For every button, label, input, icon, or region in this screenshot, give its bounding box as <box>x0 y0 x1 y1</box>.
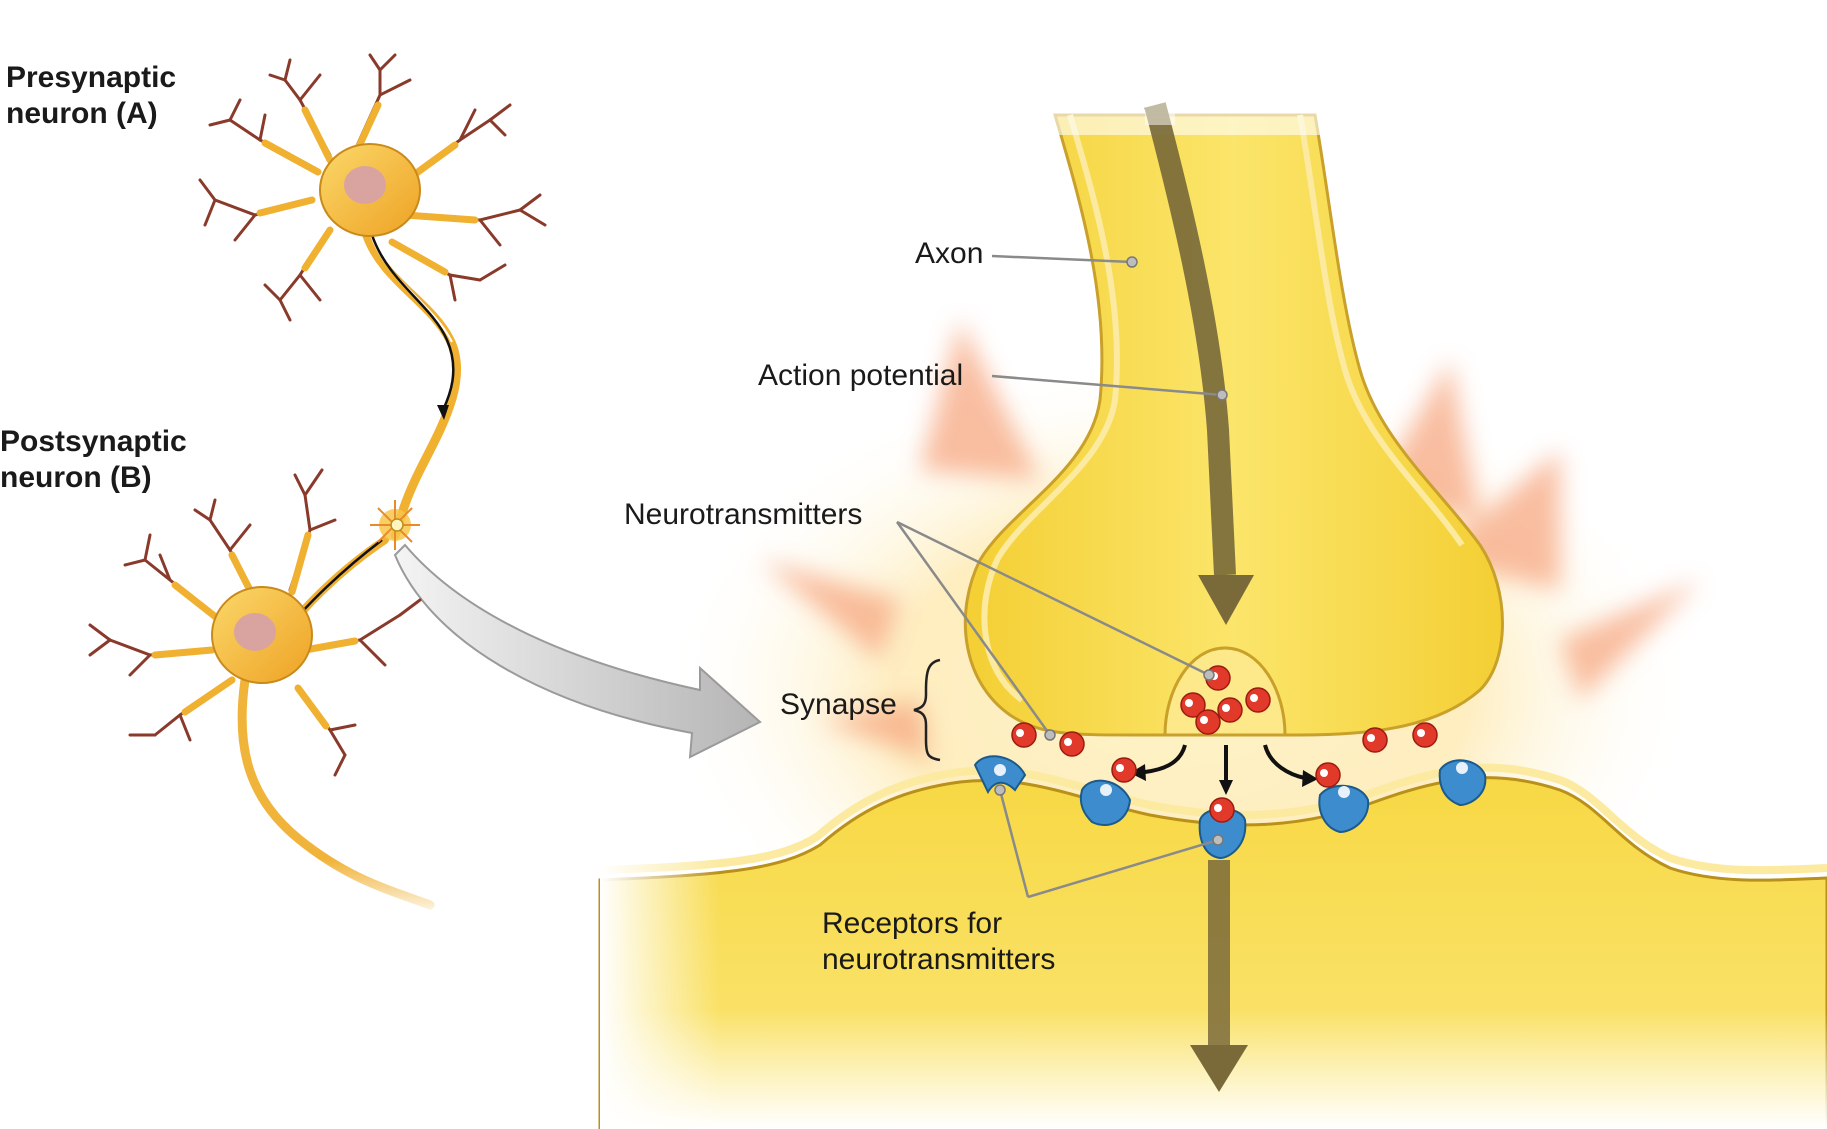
neurotransmitter-3 <box>1217 697 1243 723</box>
receptor-4 <box>1318 784 1370 834</box>
synapse-label: Synapse <box>780 688 897 721</box>
leader-lines <box>895 254 1223 899</box>
leader-axon <box>991 254 1133 264</box>
receptors <box>973 755 1487 860</box>
synapse-flash <box>370 500 420 550</box>
leader-neurotransmitters-b <box>895 521 1052 736</box>
receptors-label: Receptors for neurotransmitters <box>822 906 1055 978</box>
neurotransmitter-5 <box>1195 709 1221 735</box>
neurotransmitter-9 <box>1209 797 1235 823</box>
postsynaptic-neuron-label: Postsynaptic neuron (B) <box>0 424 187 496</box>
postsynaptic-neuron-illustration <box>88 468 480 920</box>
receptor-2 <box>1079 779 1132 827</box>
leader-receptors-b <box>1027 838 1219 899</box>
leader-dots <box>994 256 1228 846</box>
receptors-line1: Receptors for <box>822 907 1003 940</box>
axon-label: Axon <box>915 237 984 270</box>
neurotransmitter-8 <box>1111 757 1137 783</box>
presynaptic-line2: neuron (A) <box>6 97 158 130</box>
action-potential-label: Action potential <box>758 359 964 392</box>
action-potential-arrow <box>1144 95 1254 625</box>
neurotransmitters <box>1011 665 1438 823</box>
presynaptic-neuron-illustration <box>198 53 547 540</box>
synapse-bracket <box>913 658 941 762</box>
release-arrows <box>1130 744 1318 795</box>
neurotransmitter-6 <box>1011 722 1037 748</box>
receptor-5 <box>1438 759 1487 807</box>
leader-receptors-a <box>998 789 1030 898</box>
postsynaptic-line2: neuron (B) <box>0 461 152 494</box>
neurotransmitter-12 <box>1412 722 1438 748</box>
neurotransmitter-7 <box>1059 731 1085 757</box>
zoom-arrow <box>393 543 762 759</box>
leader-neurotransmitters-a <box>896 520 1210 677</box>
receptors-line2: neurotransmitters <box>822 943 1056 976</box>
presynaptic-line1: Presynaptic <box>6 61 177 94</box>
postsynaptic-arrow <box>1190 860 1248 1092</box>
presynaptic-neuron-label: Presynaptic neuron (A) <box>6 60 176 132</box>
neurotransmitter-2 <box>1180 692 1206 718</box>
neurotransmitter-10 <box>1315 762 1341 788</box>
postsynaptic-line1: Postsynaptic <box>0 425 187 458</box>
neurotransmitter-11 <box>1362 727 1388 753</box>
leader-action-potential <box>991 374 1223 397</box>
neurotransmitter-4 <box>1245 687 1271 713</box>
axon-terminal <box>963 95 1504 737</box>
neurotransmitters-label: Neurotransmitters <box>624 498 863 531</box>
